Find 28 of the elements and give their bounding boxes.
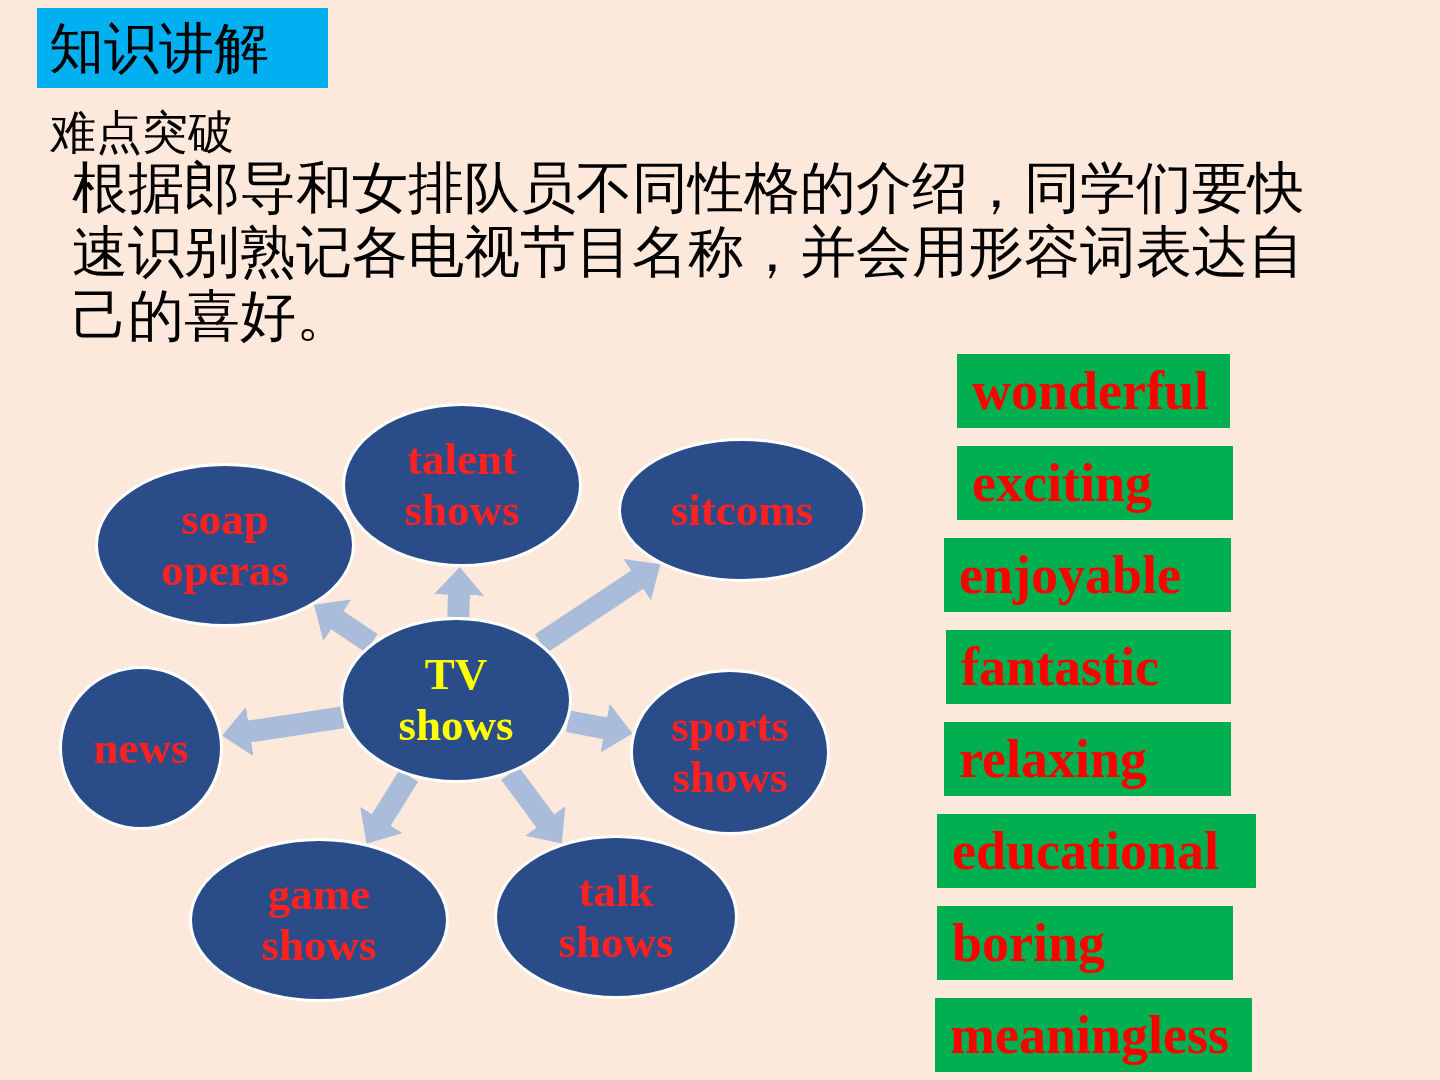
adjective-label: meaningless	[950, 1004, 1230, 1067]
block-arrow	[433, 566, 484, 618]
title-text: 知识讲解	[49, 16, 269, 80]
adjective-label: relaxing	[959, 728, 1147, 791]
adjective-label: boring	[952, 912, 1106, 975]
show-name: talk shows	[557, 866, 675, 968]
adjective-card	[944, 538, 1231, 612]
adjective-card	[957, 446, 1233, 520]
adjective-label: fantastic	[961, 636, 1159, 699]
adjective-label: exciting	[972, 452, 1152, 515]
block-arrow	[566, 703, 635, 753]
show-name: soap operas	[160, 494, 290, 596]
adjective-card	[937, 814, 1256, 888]
adjective-label: educational	[952, 820, 1220, 883]
show-name: sitcoms	[670, 484, 814, 536]
show-name: talent shows	[403, 434, 521, 536]
show-name: news	[93, 722, 189, 774]
adjective-card	[944, 722, 1231, 796]
block-arrow	[220, 706, 345, 757]
show-name: sports shows	[670, 701, 790, 803]
adjective-card	[937, 906, 1233, 980]
hub-label: TV shows	[397, 649, 515, 751]
show-name: game shows	[260, 869, 378, 971]
adjective-card	[935, 998, 1252, 1072]
adjective-card	[946, 630, 1231, 704]
adjective-label: enjoyable	[959, 544, 1181, 607]
adjective-label: wonderful	[972, 360, 1209, 423]
adjective-card	[957, 354, 1230, 428]
